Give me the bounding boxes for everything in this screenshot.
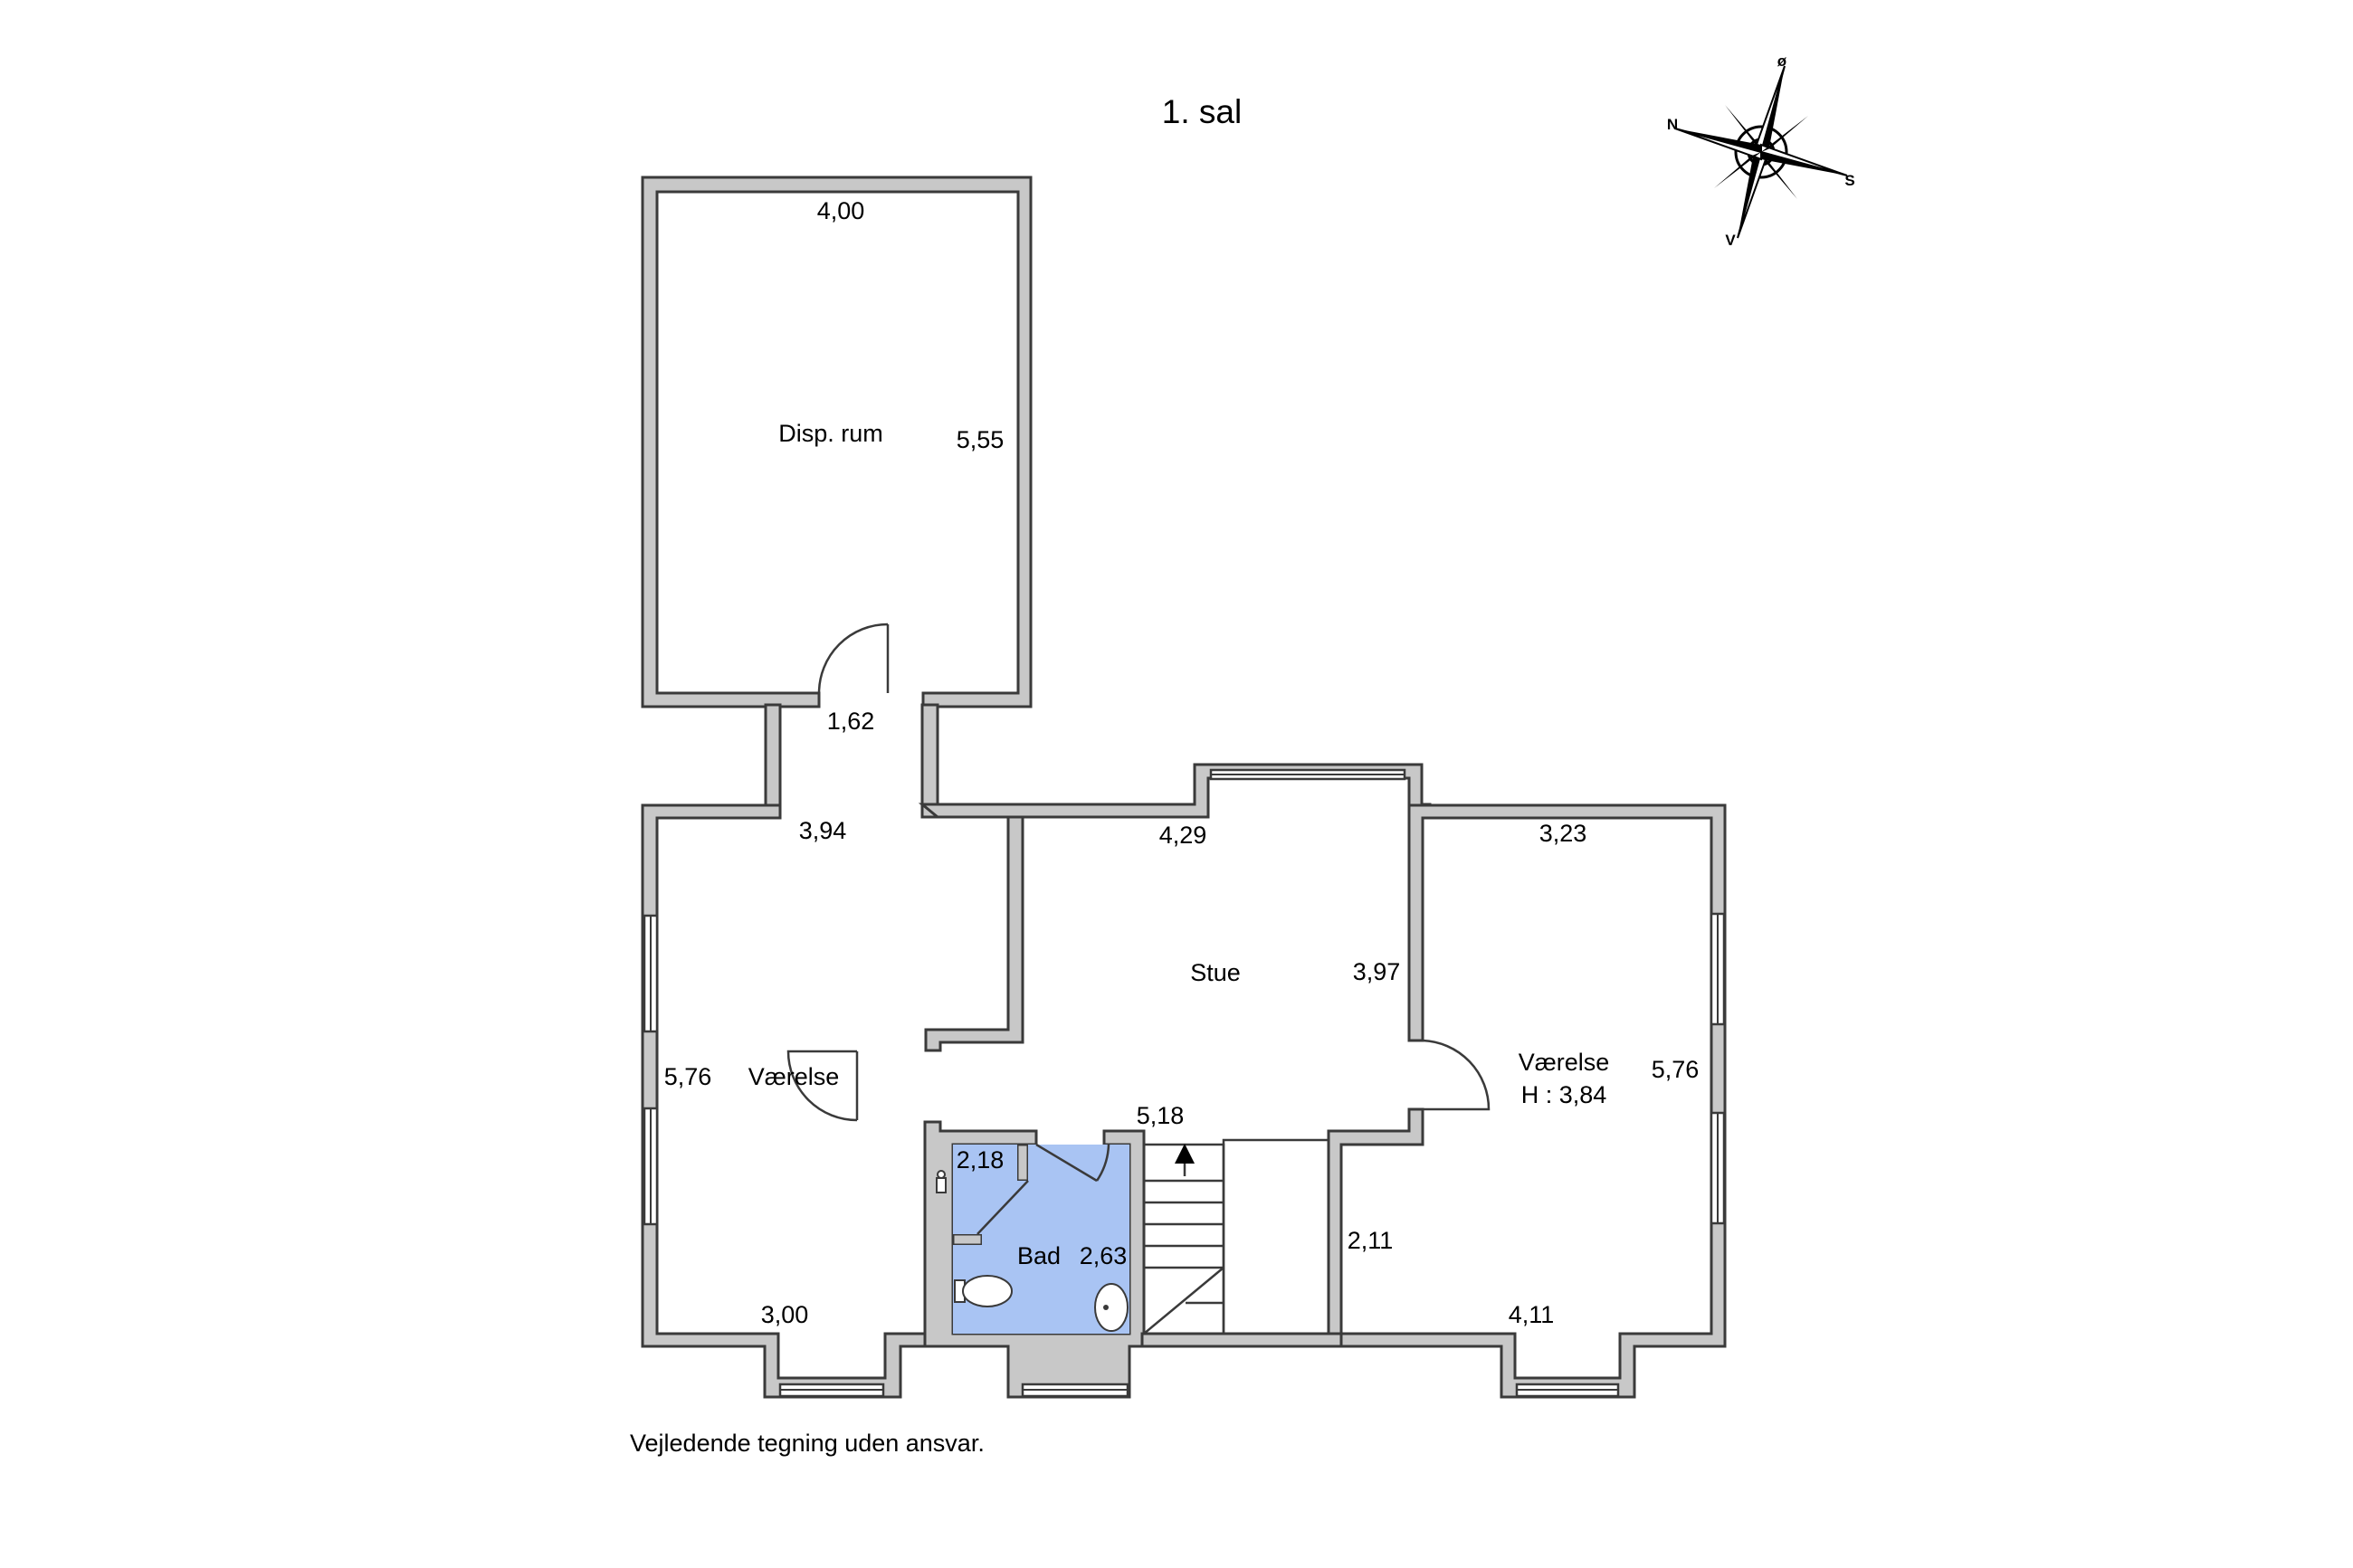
door-bathroom-inner bbox=[976, 1180, 1029, 1235]
shower-icon bbox=[936, 1170, 947, 1193]
door-right-room bbox=[1422, 1039, 1491, 1111]
room-height-vaerelse-right: H : 3,84 bbox=[1521, 1081, 1607, 1108]
stairs bbox=[1142, 1138, 1330, 1335]
door-disp-rum bbox=[817, 622, 890, 694]
compass-east: ø bbox=[1777, 52, 1787, 70]
dim-stue-depth: 3,97 bbox=[1353, 958, 1401, 985]
windows bbox=[643, 768, 1726, 1398]
dim-left-room-bottom: 3,00 bbox=[761, 1301, 809, 1328]
dim-hall-width: 5,18 bbox=[1137, 1102, 1185, 1129]
compass-west: V bbox=[1725, 232, 1736, 249]
sink-icon bbox=[1094, 1283, 1129, 1332]
stair-bottom-wall bbox=[1140, 1332, 1343, 1348]
room-label-disp-rum: Disp. rum bbox=[778, 420, 883, 447]
passage-wall-left bbox=[764, 703, 782, 820]
dim-right-room-depth: 5,76 bbox=[1652, 1056, 1700, 1083]
door-bathroom bbox=[1035, 1143, 1110, 1183]
room-label-bad: Bad bbox=[1017, 1242, 1061, 1269]
dim-disp-width: 4,00 bbox=[817, 197, 865, 224]
dim-left-room-top: 3,94 bbox=[799, 817, 847, 844]
walls bbox=[641, 176, 1727, 1399]
room-label-vaerelse-left: Værelse bbox=[748, 1063, 840, 1090]
stair-arrow-icon bbox=[1175, 1144, 1195, 1164]
dim-right-room-top: 3,23 bbox=[1539, 820, 1587, 847]
dim-left-room-depth: 5,76 bbox=[664, 1063, 712, 1090]
dim-bad-depth: 2,63 bbox=[1080, 1242, 1128, 1269]
dim-right-room-bottom: 4,11 bbox=[1509, 1301, 1555, 1328]
page-title: 1. sal bbox=[1162, 93, 1242, 130]
stue-left-divider bbox=[924, 815, 1024, 1052]
compass-rose-icon bbox=[1674, 65, 1848, 239]
passage-wall-right bbox=[920, 703, 939, 819]
dim-closet-depth: 2,11 bbox=[1348, 1227, 1394, 1254]
disp-rum-walls bbox=[641, 176, 1033, 708]
toilet-icon bbox=[954, 1275, 1013, 1307]
right-room-outer-wall bbox=[1339, 803, 1727, 1399]
compass-south: S bbox=[1844, 172, 1854, 189]
left-room-outer-wall bbox=[641, 803, 927, 1399]
room-label-vaerelse-right: Værelse bbox=[1519, 1049, 1610, 1076]
dim-stue-width: 4,29 bbox=[1159, 822, 1207, 849]
room-label-stue: Stue bbox=[1190, 959, 1241, 986]
disclaimer-text: Vejledende tegning uden ansvar. bbox=[630, 1430, 985, 1457]
fixtures bbox=[936, 1170, 1129, 1332]
compass-north: N bbox=[1667, 116, 1678, 133]
doors bbox=[786, 622, 1491, 1235]
dim-disp-depth: 5,55 bbox=[957, 426, 1005, 453]
dim-passage-width: 1,62 bbox=[827, 708, 875, 735]
dim-bad-width: 2,18 bbox=[957, 1146, 1005, 1174]
door-left-room bbox=[786, 1050, 859, 1122]
right-room-inner-wall bbox=[1327, 1107, 1424, 1335]
